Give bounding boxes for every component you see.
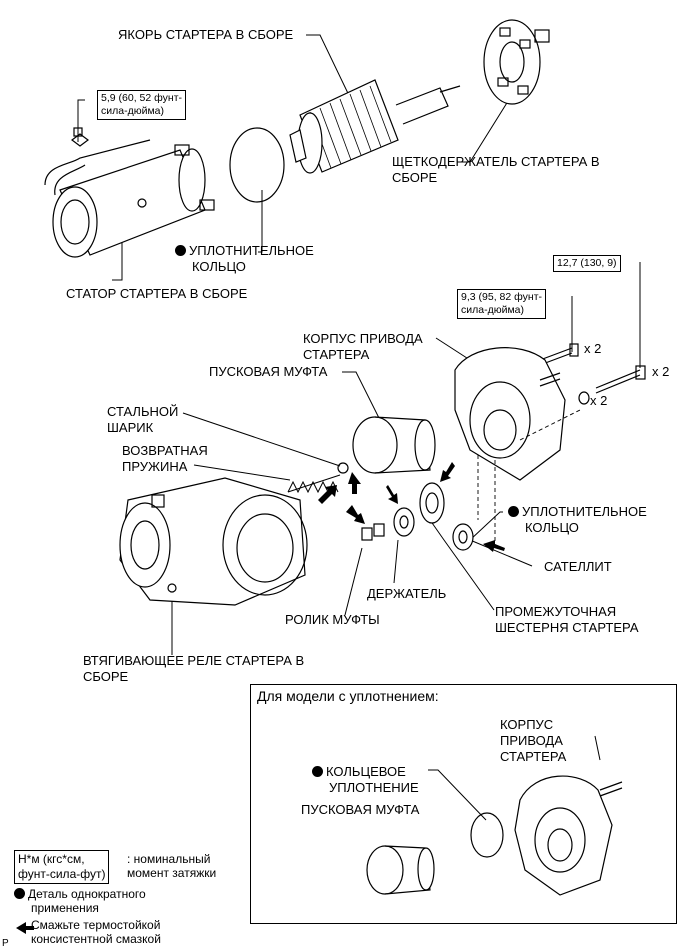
legend-torque-box: Н*м (кгс*см, фунт-сила-фут) — [14, 850, 110, 884]
label-steel-ball: СТАЛЬНОЙ ШАРИК — [107, 404, 179, 435]
inset-o-ring-drawing — [470, 812, 504, 858]
qty-seal-ring: x 2 — [590, 393, 608, 408]
label-seal-ring-2: УПЛОТНИТЕЛЬНОЕ КОЛЬЦО — [508, 504, 647, 536]
legend-arrow-icon — [16, 922, 34, 934]
armature-drawing — [289, 79, 461, 174]
inset-drive-housing-drawing — [514, 775, 623, 896]
leader-lines — [77, 34, 641, 821]
solenoid-drawing — [119, 477, 308, 606]
retainer-drawing — [393, 507, 415, 537]
label-return-spring: ВОЗВРАТНАЯ ПРУЖИНА — [122, 443, 208, 474]
label-retainer: ДЕРЖАТЕЛЬ — [367, 586, 447, 601]
label-seal-ring-1: УПЛОТНИТЕЛЬНОЕ КОЛЬЦО — [175, 243, 314, 275]
inset-title: Для модели с уплотнением: — [257, 688, 439, 704]
field-frame-drawing — [44, 127, 215, 258]
clutch-roller-drawing — [361, 523, 385, 541]
inset-label-starter-clutch: ПУСКОВАЯ МУФТА — [301, 802, 420, 817]
legend-torque-desc: : номинальный момент затяжки — [127, 852, 217, 880]
inset-clutch-drawing — [366, 845, 435, 895]
label-field-frame: СТАТОР СТАРТЕРА В СБОРЕ — [66, 286, 248, 301]
legend-grease: Смажьте термостойкой консистентной смазк… — [31, 918, 161, 946]
label-idle-gear: ПРОМЕЖУТОЧНАЯ ШЕСТЕРНЯ СТАРТЕРА — [495, 604, 639, 635]
label-planetary: САТЕЛЛИТ — [544, 559, 612, 574]
label-starter-clutch: ПУСКОВАЯ МУФТА — [209, 364, 328, 379]
inset-label-drive-housing: КОРПУС ПРИВОДА СТАРТЕРА — [500, 717, 567, 764]
corner-mark: P — [2, 938, 9, 949]
label-solenoid: ВТЯГИВАЮЩЕЕ РЕЛЕ СТАРТЕРА В СБОРЕ — [83, 653, 305, 684]
o-ring-drawing — [229, 127, 285, 203]
non-reusable-icon — [508, 506, 519, 517]
torque-box-through-bolt: 12,7 (130, 9) — [553, 255, 621, 272]
starter-clutch-drawing — [352, 416, 436, 474]
non-reusable-icon — [14, 888, 25, 899]
non-reusable-icon — [175, 245, 186, 256]
non-reusable-icon — [312, 766, 323, 777]
bolts-drawing — [539, 343, 646, 405]
inset-panel: Для модели с уплотнением: КОРПУС ПРИВОДА… — [250, 684, 677, 924]
qty-housing-bolt: x 2 — [584, 341, 602, 356]
torque-box-field-frame: 5,9 (60, 52 фунт- сила-дюйма) — [97, 90, 186, 120]
inset-label-o-ring: КОЛЬЦЕВОЕ УПЛОТНЕНИЕ — [312, 764, 419, 796]
label-drive-housing: КОРПУС ПРИВОДА СТАРТЕРА — [303, 331, 423, 362]
grease-arrows — [318, 462, 505, 552]
qty-through-bolt: x 2 — [652, 364, 670, 379]
label-brush-holder: ЩЕТКОДЕРЖАТЕЛЬ СТАРТЕРА В СБОРЕ — [392, 154, 600, 185]
brush-holder-drawing — [483, 19, 550, 105]
steel-ball-drawing — [337, 462, 349, 474]
dashed-guides — [477, 409, 581, 545]
label-armature: ЯКОРЬ СТАРТЕРА В СБОРЕ — [118, 27, 294, 42]
drive-housing-drawing — [454, 347, 566, 481]
planetary-gear-drawing — [452, 523, 474, 551]
idle-gear-drawing — [419, 482, 445, 524]
torque-box-housing-bolt: 9,3 (95, 82 фунт- сила-дюйма) — [457, 289, 546, 319]
label-clutch-roller: РОЛИК МУФТЫ — [285, 612, 380, 627]
legend-non-reusable: Деталь однократного применения — [14, 887, 146, 915]
